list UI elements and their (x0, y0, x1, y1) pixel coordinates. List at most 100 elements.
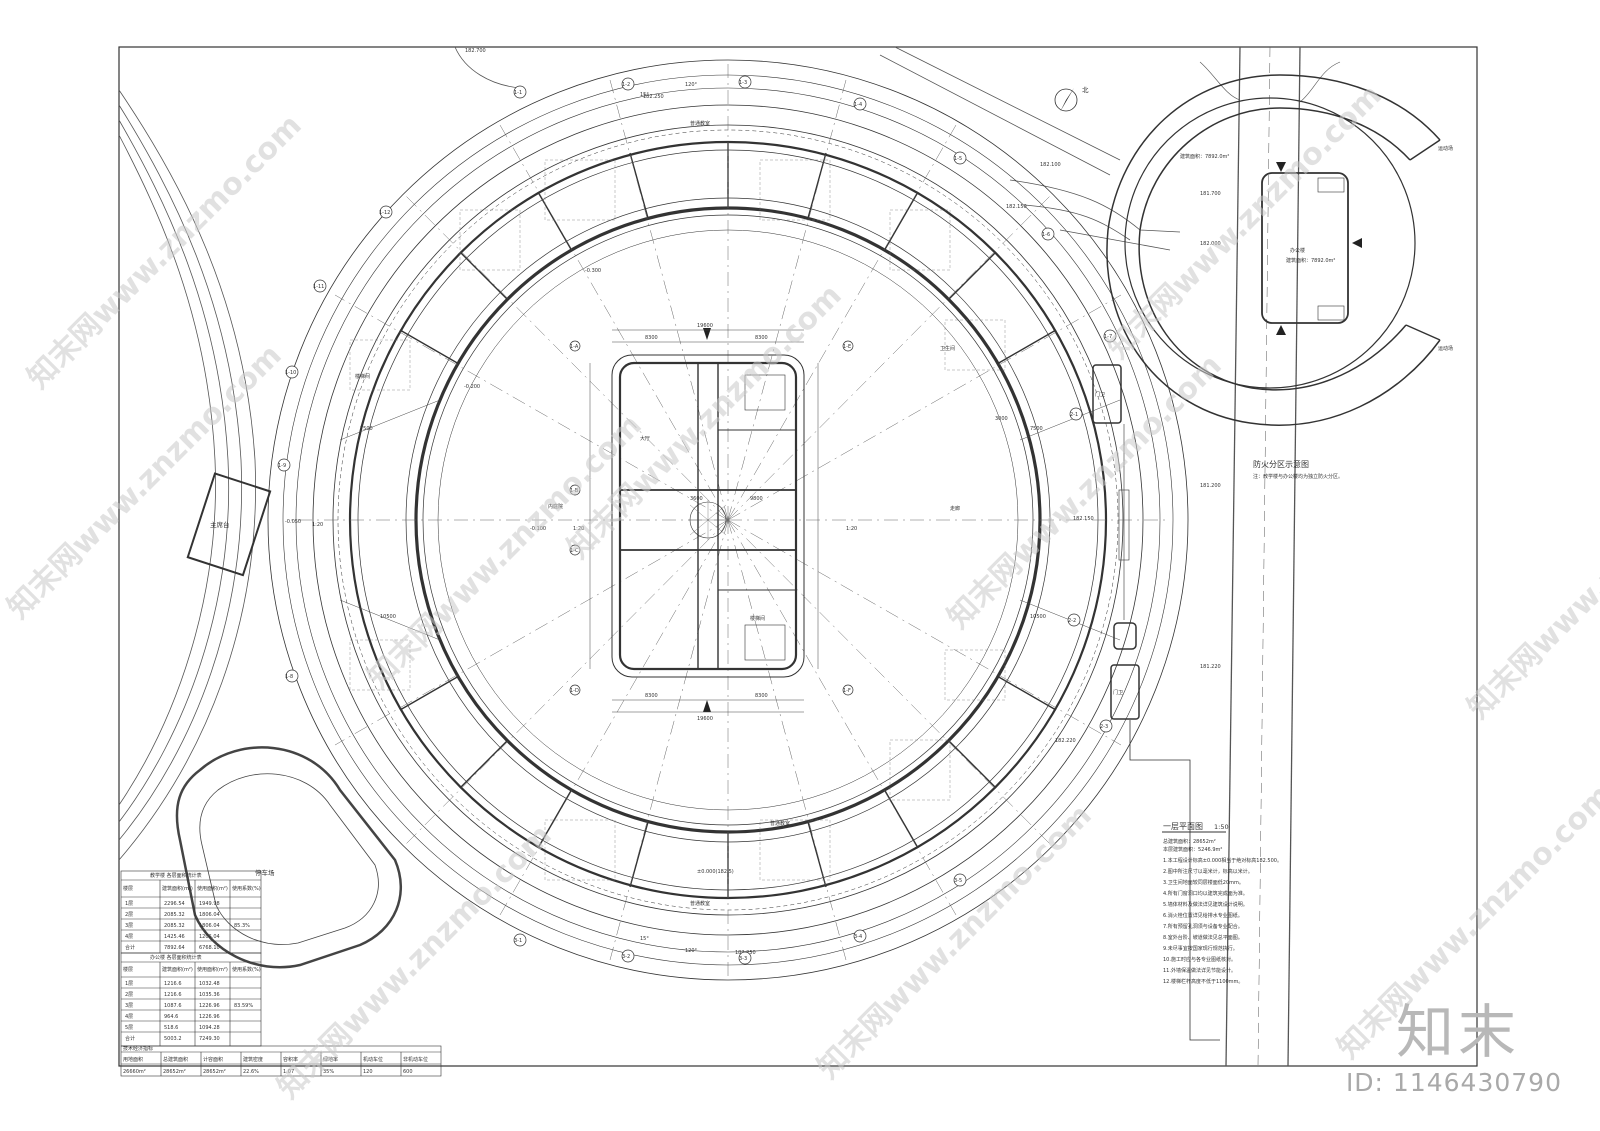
playground-label-1: 运动场 (1438, 145, 1453, 152)
axis-bottom-1: 3-1 (514, 938, 522, 944)
courtyard-label: 内庭院 (548, 503, 563, 510)
elev-top-center: 182.250 (643, 94, 664, 100)
hall-label: 大厅 (640, 435, 650, 442)
elev-right-d: 181.220 (1200, 664, 1221, 670)
axis-labels-right: 1-6 1-7 2-1 2-2 2-3 (1042, 232, 1112, 730)
table-cell: 4层 (125, 1014, 133, 1020)
table-header: 建筑密度 (243, 1056, 263, 1063)
elev-ring-right2: 182.220 (1055, 738, 1076, 744)
table-cell: 5003.2 (164, 1036, 182, 1042)
table-cell: 22.6% (243, 1069, 259, 1075)
watermark-5: 知末网www.znzmo.com (941, 348, 1229, 636)
table-cell: 26660m² (123, 1069, 146, 1075)
slope-left: 1:20 (573, 526, 584, 532)
elev-center-floor: ±0.000(182.5) (697, 869, 734, 875)
guard-rooms (1092, 364, 1220, 1041)
table-header: 使用系数(%) (232, 885, 261, 892)
general-notes: 1.本工程设计标高±0.000相当于绝对标高182.500。2.图中所注尺寸以毫… (1163, 857, 1282, 985)
note-line: 6.消火栓位置详见给排水专业图纸。 (1163, 912, 1243, 919)
elev-left-b: -0.100 (530, 526, 546, 532)
table-cell: 1032.48 (199, 981, 220, 987)
table-header: 容积率 (283, 1056, 298, 1063)
table-cell: 28652m² (163, 1069, 186, 1075)
plan-title-block: 一层平面图 1:50 总建筑面积：28652m² 本层建筑面积：5246.9m² (1162, 822, 1229, 853)
dim-overall-bottom: 19600 (697, 716, 713, 722)
plan-title: 一层平面图 (1163, 822, 1203, 831)
axis-right-3: 2-1 (1070, 412, 1078, 418)
axis-core-2: 1-B (570, 488, 579, 494)
axis-top-2: 1-2 (622, 82, 630, 88)
axis-bottom-2: 3-2 (622, 954, 630, 960)
axis-core-1: 1-A (570, 344, 579, 350)
note-line: 10.施工时应与各专业图纸核对。 (1163, 956, 1236, 963)
elev-right-b: 182.000 (1200, 241, 1221, 247)
table-cell: 2层 (125, 912, 133, 918)
table-cell: 1层 (125, 901, 133, 907)
fire-zone-title: 防火分区示意图 (1253, 459, 1309, 469)
axis-left-5: 1-8 (285, 674, 293, 680)
dim-half-left: 8300 (645, 335, 658, 341)
table-cell: 合计 (125, 1035, 135, 1042)
dim-half-right-b: 8300 (755, 693, 768, 699)
table-cell: 1.07 (283, 1069, 294, 1075)
elev-left-d: -0.300 (585, 268, 601, 274)
watermark-6: 知末网www.znzmo.com (1101, 78, 1389, 366)
slope-outer: 1:20 (312, 522, 323, 528)
note-line: 11.外墙保温做法详见节能设计。 (1163, 967, 1236, 974)
table-header: 绿地率 (323, 1056, 338, 1063)
table-cell: 2层 (125, 992, 133, 998)
note-line: 9.未尽事宜按国家现行规范执行。 (1163, 945, 1238, 952)
axis-left-2: 1-11 (313, 284, 324, 290)
axis-right-4: 2-2 (1068, 618, 1076, 624)
axis-right-5: 2-3 (1100, 724, 1108, 730)
table-cell: 2296.54 (164, 901, 185, 907)
stage-label: 主席台 (210, 520, 230, 529)
table-header: 用地面积 (123, 1056, 143, 1063)
watermarks: 知末网www.znzmo.com 知末网www.znzmo.com 知末网www… (1, 78, 1600, 1106)
running-track (118, 89, 256, 861)
dim-half-left-b: 8300 (645, 693, 658, 699)
table-header: 计容面积 (203, 1056, 223, 1063)
guard-label-2: 门卫 (1113, 689, 1123, 696)
building-area-b: 建筑面积：7892.0m² (1180, 153, 1229, 160)
note-line: 4.所有门窗洞口均以建筑完成面为准。 (1163, 890, 1248, 897)
drawing-frame (118, 46, 1478, 1067)
table-cell: 85.3% (234, 923, 250, 929)
table-cell: 1216.6 (164, 981, 182, 987)
elev-left-c: -0.200 (464, 384, 480, 390)
axis-core-3: 1-C (570, 548, 579, 554)
axis-top-3: 1-3 (739, 80, 747, 86)
area-table-teaching (120, 870, 262, 954)
note-line: 7.所有预留孔洞须与设备专业配合。 (1163, 923, 1243, 930)
office-block-label: 办公楼 (1290, 247, 1305, 254)
note-line: 3.卫生间地面较同层楼面低20mm。 (1163, 879, 1244, 886)
table-title: 办公楼 各层面积统计表 (150, 954, 202, 961)
axis-bottom-5: 3-5 (954, 878, 962, 884)
table-cell: 3层 (125, 923, 133, 929)
elev-top: 182.700 (465, 48, 486, 54)
table-cell: 120 (363, 1069, 373, 1075)
axis-left-4: 1-9 (278, 463, 286, 469)
table-title: 技术经济指标 (123, 1045, 153, 1052)
table-cell: 1226.96 (199, 1014, 220, 1020)
table-cell: 600 (403, 1069, 413, 1075)
table-cell: 83.59% (234, 1003, 253, 1009)
note-line: 5.墙体材料及做法详见建筑设计说明。 (1163, 901, 1248, 908)
axis-labels-left: 1-12 1-11 1-10 1-9 1-8 (278, 210, 390, 680)
table-cell: 964.6 (164, 1014, 178, 1020)
table-cell: 35% (323, 1069, 334, 1075)
parking-lot (175, 746, 403, 969)
elev-left-a: -0.050 (285, 519, 301, 525)
parking-label: 停车场 (255, 868, 275, 877)
entrance-markers (703, 162, 1362, 712)
table-cell: 合计 (125, 944, 135, 951)
axis-labels-bottom: 3-1 3-2 3-3 3-4 3-5 (514, 878, 962, 962)
axis-right-1: 1-6 (1042, 232, 1050, 238)
table-cell: 1806.04 (199, 923, 220, 929)
site-roads (454, 46, 1181, 251)
table-cell: 5层 (125, 1025, 133, 1031)
elev-ring-right: 182.150 (1073, 516, 1094, 522)
elev-right-c: 182.150 (1006, 204, 1027, 210)
table-cell: 1425.46 (164, 934, 185, 940)
